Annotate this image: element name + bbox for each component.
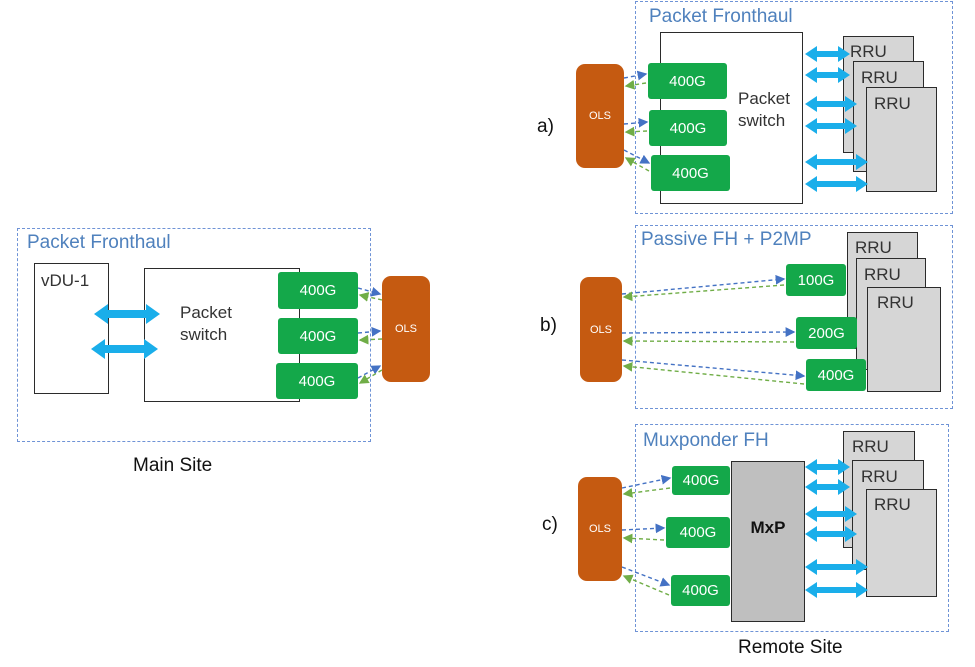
remote-a-frame-title: Packet Fronthaul: [649, 6, 793, 27]
remote-c-ols: OLS: [578, 477, 622, 581]
main-module-3: 400G: [276, 363, 358, 399]
remote-c-frame: [635, 424, 949, 632]
link-blue: [621, 274, 786, 295]
remote-a-module-2: 400G: [649, 110, 727, 146]
remote-c-rru-2-label: RRU: [861, 467, 898, 486]
remote-a-module-3: 400G: [651, 155, 730, 191]
link-green: [624, 157, 650, 172]
main-module-2: 400G: [278, 318, 358, 354]
remote-b-rru-1-label: RRU: [855, 238, 892, 257]
link-blue: [623, 70, 648, 81]
remote-b-module-2: 200G: [796, 317, 857, 349]
link-green: [622, 336, 795, 346]
remote-a-ols: OLS: [576, 64, 624, 168]
remote-c-rru-3: [866, 489, 937, 597]
double-arrow-icon: [805, 96, 857, 112]
remote-a-frame: [635, 1, 953, 214]
remote-c-module-2: 400G: [666, 517, 730, 548]
vdu-box: [34, 263, 109, 394]
main-site-caption: Main Site: [133, 455, 213, 476]
remote-c-module-1: 400G: [672, 466, 730, 495]
link-blue: [623, 149, 651, 164]
remote-site-caption: Remote Site: [738, 637, 843, 658]
remote-c-rru-3-label: RRU: [874, 495, 911, 514]
link-blue: [621, 327, 796, 337]
link-green: [358, 369, 383, 384]
remote-a-switch-label: Packet switch: [738, 89, 790, 130]
link-green: [622, 533, 665, 544]
double-arrow-icon: [805, 67, 850, 83]
remote-b-letter: b): [540, 315, 557, 336]
link-green: [622, 487, 671, 498]
double-arrow-icon: [805, 176, 868, 192]
remote-a-rru-2-label: RRU: [861, 68, 898, 87]
remote-b-rru-3-label: RRU: [877, 293, 914, 312]
link-green: [622, 284, 785, 302]
remote-b-frame: [635, 225, 953, 409]
double-arrow-icon: [805, 582, 868, 598]
main-ols: OLS: [382, 276, 430, 382]
double-arrow-icon: [805, 46, 850, 62]
link-green: [358, 292, 383, 302]
remote-b-rru-3: [867, 287, 941, 392]
remote-b-module-1: 100G: [786, 264, 846, 296]
link-green: [622, 361, 805, 385]
remote-c-frame-title: Muxponder FH: [643, 430, 769, 451]
link-blue: [621, 474, 672, 489]
remote-b-ols: OLS: [580, 277, 622, 382]
remote-c-mxp-label: MxP: [750, 518, 786, 537]
remote-b-rru-2-label: RRU: [864, 265, 901, 284]
double-arrow-icon: [91, 339, 158, 359]
main-frame-title: Packet Fronthaul: [27, 232, 171, 253]
double-arrow-icon: [805, 506, 857, 522]
main-module-1: 400G: [278, 272, 358, 309]
link-blue: [357, 287, 382, 297]
double-arrow-icon: [805, 459, 850, 475]
main-switch-label: Packet switch: [180, 303, 232, 344]
double-arrow-icon: [805, 479, 850, 495]
main-site-frame: [17, 228, 371, 442]
remote-a-rru-3-label: RRU: [874, 94, 911, 113]
link-blue: [623, 117, 649, 128]
remote-a-rru-1-label: RRU: [850, 42, 887, 61]
link-blue: [357, 365, 382, 379]
double-arrow-icon: [94, 304, 160, 324]
double-arrow-icon: [805, 154, 868, 170]
remote-c-letter: c): [542, 514, 558, 535]
link-green: [358, 334, 383, 345]
vdu-label: vDU-1: [41, 271, 90, 290]
remote-a-rru-3: [866, 87, 937, 192]
remote-c-rru-1-label: RRU: [852, 437, 889, 456]
remote-c-module-3: 400G: [671, 575, 730, 606]
remote-b-module-3: 400G: [806, 359, 866, 391]
link-blue: [621, 359, 806, 381]
link-green: [622, 574, 670, 596]
remote-b-frame-title: Passive FH + P2MP: [641, 229, 812, 250]
remote-a-module-1: 400G: [648, 63, 727, 99]
double-arrow-icon: [805, 118, 857, 134]
double-arrow-icon: [805, 526, 857, 542]
remote-a-letter: a): [537, 116, 554, 137]
link-green: [624, 79, 647, 90]
double-arrow-icon: [805, 559, 868, 575]
link-blue: [621, 523, 666, 534]
remote-c-muxponder: [731, 461, 805, 622]
link-blue: [621, 566, 671, 587]
link-blue: [357, 326, 382, 337]
link-green: [624, 126, 648, 137]
